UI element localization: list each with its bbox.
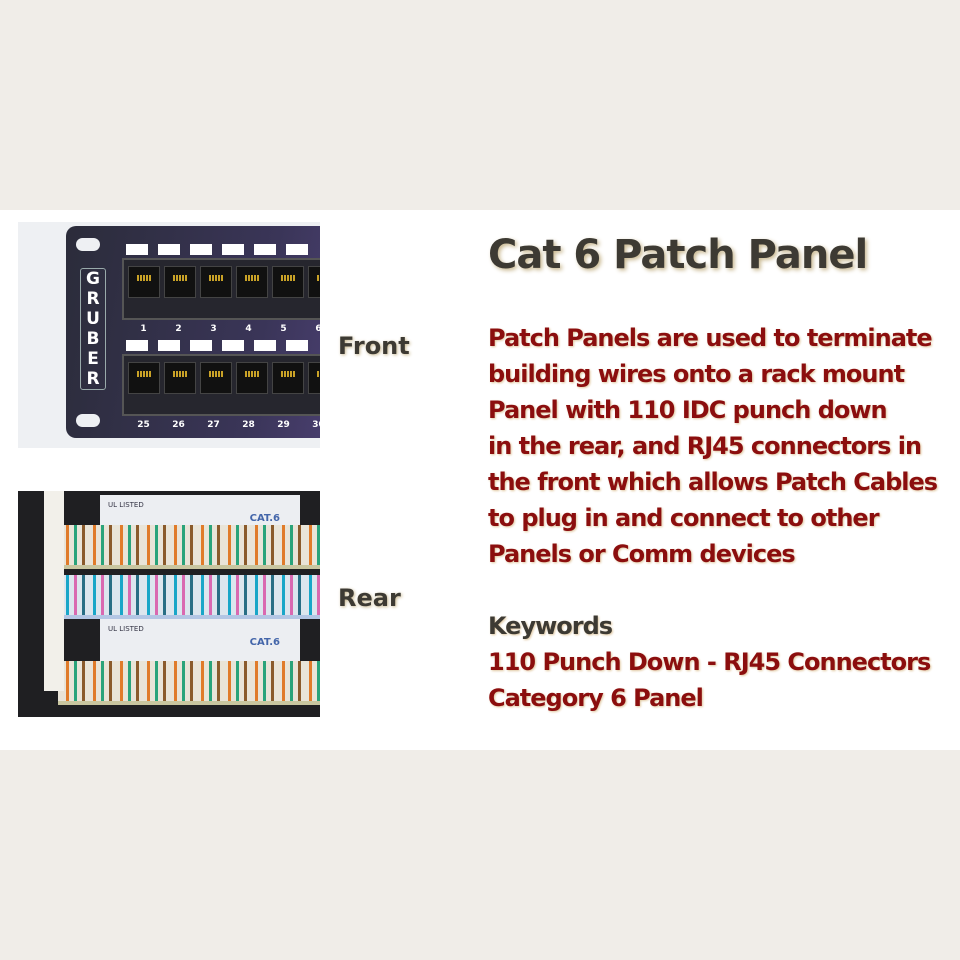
keywords-heading: Keywords [488, 612, 613, 640]
port-number: 29 [277, 420, 290, 430]
port-number: 28 [242, 420, 255, 430]
port-number: 6 [315, 324, 320, 334]
keyword-line: Category 6 Panel [488, 684, 704, 712]
port-number: 2 [175, 324, 182, 334]
port-number: 26 [172, 420, 185, 430]
description-line: in the rear, and RJ45 connectors in [488, 432, 922, 460]
keywords: Keywords 110 Punch Down - RJ45 Connector… [488, 608, 931, 716]
punch-down-block [58, 525, 320, 569]
port-row-bottom [122, 354, 320, 416]
port-number: 27 [207, 420, 220, 430]
page-title: Cat 6 Patch Panel [488, 232, 868, 278]
description-line: Patch Panels are used to terminate [488, 324, 933, 352]
keyword-line: 110 Punch Down - RJ45 Connectors [488, 648, 931, 676]
description-line: the front which allows Patch Cables [488, 468, 938, 496]
punch-down-block [58, 661, 320, 705]
description-line: building wires onto a rack mount [488, 360, 905, 388]
mount-hole [76, 238, 100, 251]
description-line: to plug in and connect to other [488, 504, 880, 532]
description-line: Panels or Comm devices [488, 540, 796, 568]
port-number: 4 [245, 324, 252, 334]
port-number: 3 [210, 324, 217, 334]
description-line: Panel with 110 IDC punch down [488, 396, 888, 424]
rear-label: Rear [338, 584, 401, 612]
port-number: 25 [137, 420, 150, 430]
port-number: 1 [140, 324, 147, 334]
cable-tie-bar [44, 491, 64, 691]
port-row-top [122, 258, 320, 320]
port-number: 30 [312, 420, 320, 430]
punch-down-block [58, 575, 320, 619]
mount-hole [76, 414, 100, 427]
port-number: 5 [280, 324, 287, 334]
front-label: Front [338, 332, 410, 360]
description: Patch Panels are used to terminate build… [488, 320, 960, 572]
